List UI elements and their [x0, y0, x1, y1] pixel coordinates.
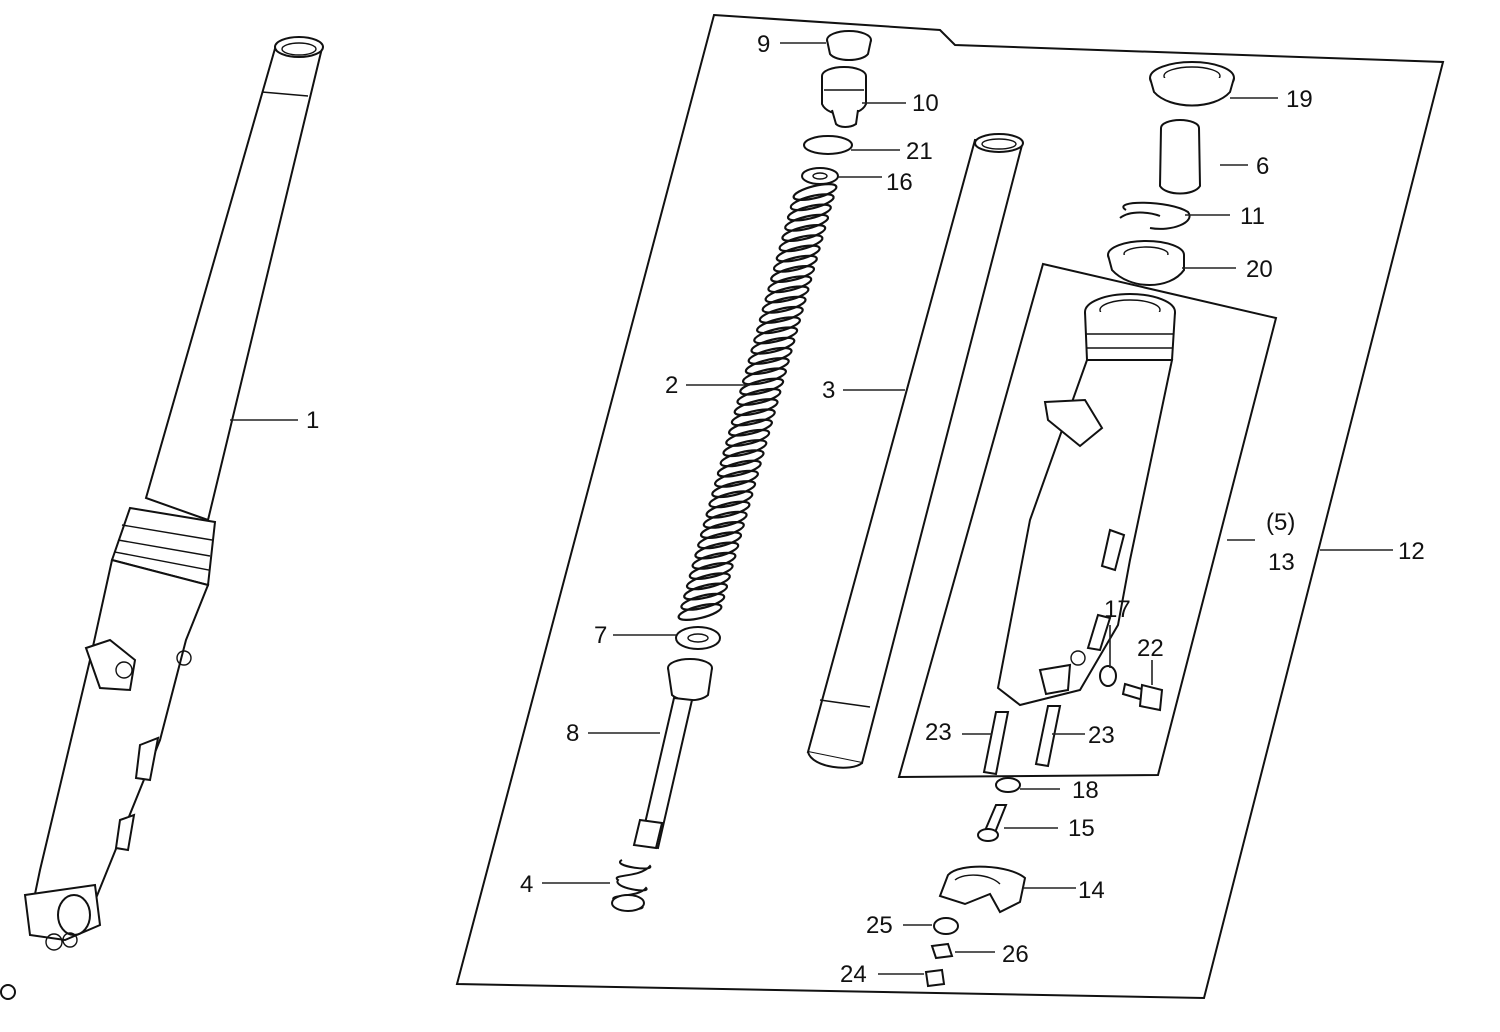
spring-coil [716, 459, 762, 478]
callout-1: 1 [306, 407, 319, 434]
part-11-stopper-ring [1119, 201, 1191, 230]
callout-23-left: 23 [925, 719, 952, 746]
spring-coil [730, 408, 776, 427]
spring-coil [764, 285, 810, 304]
exploded-group-outline [455, 13, 1445, 1000]
fork-slider-group-outline [897, 262, 1278, 779]
callout-23-right: 23 [1088, 722, 1115, 749]
spring-coil [719, 449, 765, 468]
callout-13: 13 [1268, 549, 1295, 576]
part-26-nut [930, 942, 954, 960]
spring-coil [786, 203, 832, 222]
callout-12: 12 [1398, 538, 1425, 565]
part-10-bolt-body [821, 66, 867, 128]
callout-2: 2 [665, 372, 678, 399]
callout-21: 21 [906, 138, 933, 165]
spring-coil [789, 193, 835, 212]
part-20-oil-seal [1107, 240, 1185, 286]
callout-18: 18 [1072, 777, 1099, 804]
callout-labels: 1 2 3 4 (5) 6 7 8 9 10 11 12 13 14 15 16… [306, 31, 1425, 988]
spring-coil [747, 346, 793, 365]
spring-coil [711, 480, 757, 499]
spring-coil [772, 254, 818, 273]
part-15-socket-bolt [977, 804, 1008, 842]
callout-9: 9 [757, 31, 770, 58]
spring-coil [778, 234, 824, 253]
corner-mark [0, 984, 16, 1000]
spring-coil [744, 357, 790, 376]
spring-coil [733, 398, 779, 417]
spring-coil [758, 305, 804, 324]
spring-coil [742, 367, 787, 386]
spring-coil [705, 500, 751, 519]
callout-19: 19 [1286, 86, 1313, 113]
spring-coil [767, 275, 813, 294]
spring-coil [753, 326, 799, 345]
part-13-fork-slider [996, 293, 1176, 707]
callout-10: 10 [912, 90, 939, 117]
spring-coil [699, 521, 745, 539]
spring-coil [784, 213, 830, 232]
part-4-rebound-spring [611, 859, 652, 912]
callout-25: 25 [866, 912, 893, 939]
spring-coil [739, 377, 785, 396]
spring-coil [697, 531, 743, 550]
spring-coil [702, 510, 748, 529]
part-3-fork-tube [806, 133, 1024, 769]
callout-11: 11 [1240, 203, 1265, 230]
part-22-drain-bolt [1121, 682, 1164, 712]
part-9-cap-bolt [826, 30, 872, 61]
part-24-nut [924, 968, 946, 988]
callout-3: 3 [822, 377, 835, 404]
part-14-axle-holder [938, 865, 1027, 914]
spring-coil [688, 562, 734, 580]
spring-coil [677, 603, 723, 621]
callout-26: 26 [1002, 941, 1029, 968]
spring-coil [736, 387, 782, 406]
spring-coil [775, 244, 821, 263]
spring-coil [691, 551, 737, 570]
leader-lines [230, 42, 1393, 975]
part-17-washer [1099, 665, 1117, 687]
spring-coil [728, 418, 773, 437]
callout-8: 8 [566, 720, 579, 747]
part-16-washer [801, 167, 839, 185]
callout-6: 6 [1256, 153, 1269, 180]
part-7-washer [675, 626, 721, 650]
spring-coil [685, 572, 731, 591]
callout-5: (5) [1266, 509, 1295, 536]
part-6-slider-bushing [1158, 119, 1202, 195]
spring-coil [714, 469, 759, 488]
callout-15: 15 [1068, 815, 1095, 842]
part-18-washer [995, 777, 1021, 793]
spring-coil [761, 295, 807, 314]
spring-coil [683, 582, 729, 601]
callout-20: 20 [1246, 256, 1273, 283]
part-21-o-ring [803, 135, 853, 155]
spring-coil [756, 316, 801, 335]
spring-coil [781, 224, 827, 242]
spring-coil [680, 592, 726, 611]
spring-coil [750, 336, 796, 355]
callout-22: 22 [1137, 635, 1164, 662]
part-23-pins [982, 705, 1062, 776]
callout-14: 14 [1078, 877, 1105, 904]
fork-assembly-part-1 [23, 36, 324, 951]
spring-coil [694, 541, 740, 560]
spring-coil [708, 490, 754, 509]
part-2-fork-spring [677, 183, 838, 621]
spring-coil [722, 439, 768, 458]
spring-coil [792, 183, 838, 201]
part-25-washer [933, 917, 959, 935]
callout-16: 16 [886, 169, 913, 196]
callout-4: 4 [520, 871, 533, 898]
spring-coil [770, 265, 816, 283]
callout-17: 17 [1104, 596, 1131, 623]
part-8-damper-rod [632, 658, 713, 850]
part-19-dust-seal [1149, 61, 1235, 107]
callout-7: 7 [594, 622, 607, 649]
callout-24: 24 [840, 961, 867, 988]
spring-coil [725, 428, 771, 447]
